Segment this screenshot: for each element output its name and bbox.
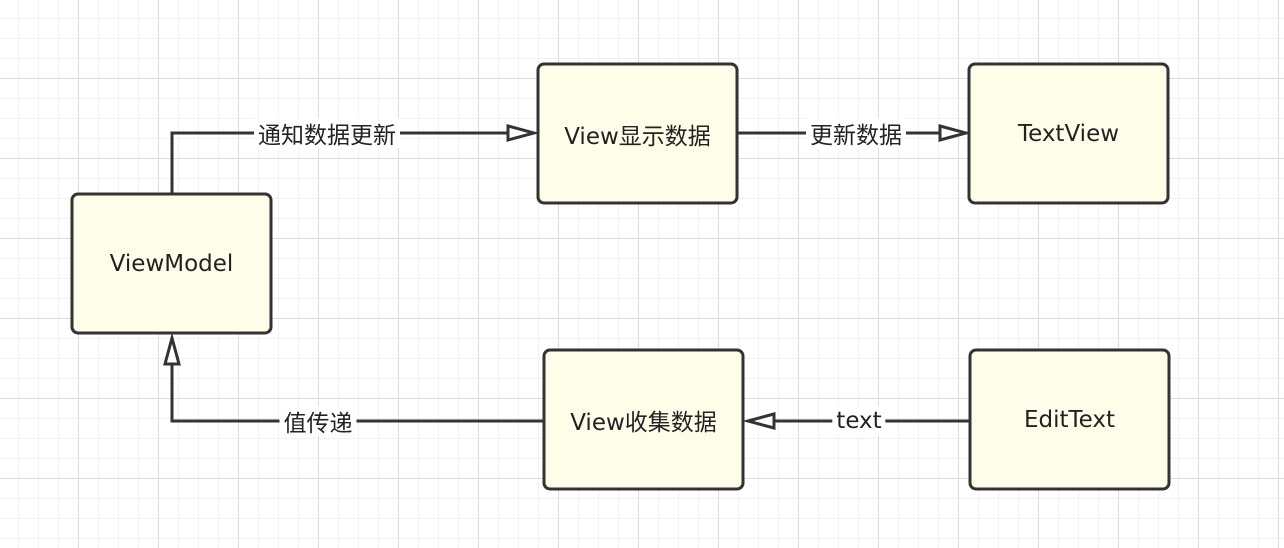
edge-update-data-label: 更新数据 [806, 118, 906, 149]
edge-notify-update-label: 通知数据更新 [254, 118, 400, 149]
arrowhead-icon [163, 332, 181, 366]
node-textview-label: TextView [1017, 120, 1120, 147]
node-view-display-label: View显示数据 [564, 123, 711, 150]
edge-value-pass-label: 值传递 [279, 406, 357, 437]
arrowhead-icon [506, 124, 540, 142]
edge-value-pass[interactable] [163, 332, 543, 423]
node-viewmodel-box[interactable] [70, 192, 273, 335]
node-view-collect-box[interactable] [542, 348, 745, 491]
arrowhead-icon [938, 124, 972, 142]
node-viewmodel-label: ViewModel [109, 250, 234, 277]
node-textview-box[interactable] [967, 62, 1170, 205]
node-edittext-box[interactable] [968, 348, 1171, 491]
node-view-collect-label: View收集数据 [570, 409, 717, 436]
arrowhead-icon [742, 412, 776, 430]
edge-text-label: text [832, 406, 886, 436]
node-edittext-label: EditText [1023, 406, 1116, 433]
node-view-display-box[interactable] [536, 62, 739, 205]
